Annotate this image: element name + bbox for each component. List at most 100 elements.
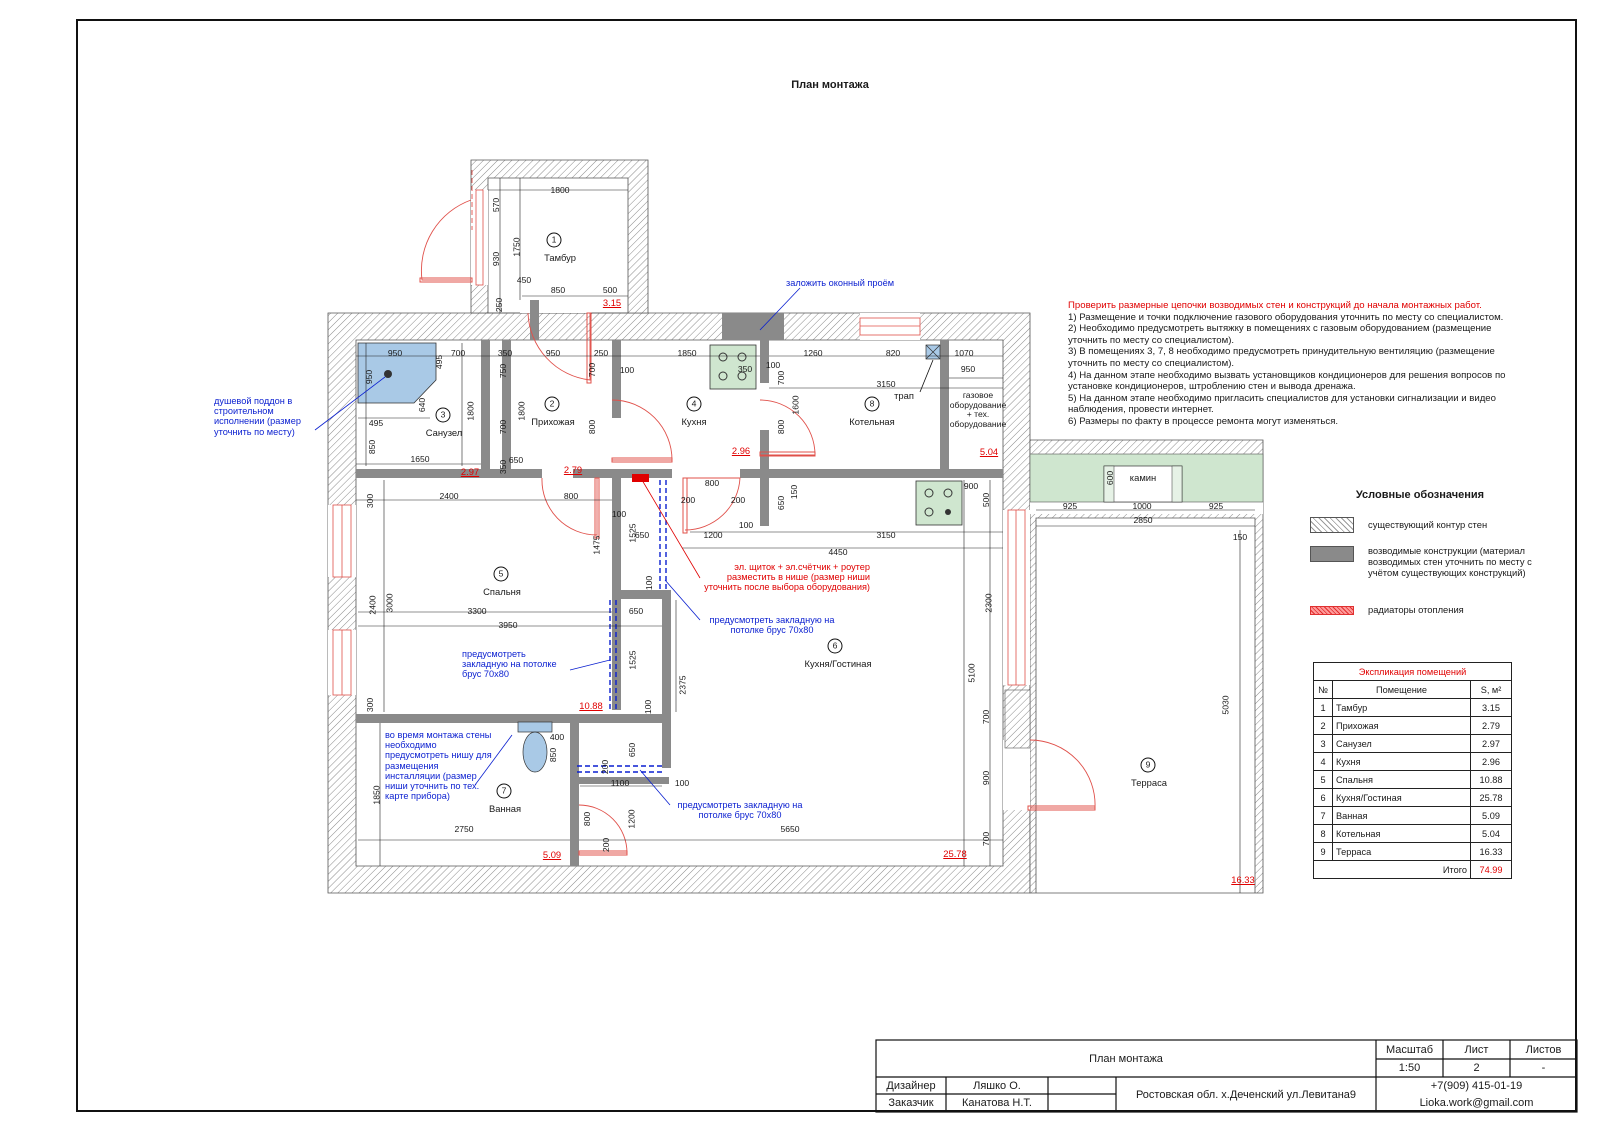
room-area: 10.88 bbox=[579, 700, 603, 711]
customer-label: Заказчик bbox=[888, 1097, 934, 1109]
notes-warning: Проверить размерные цепочки возводимых с… bbox=[1068, 300, 1482, 311]
table-total-row: Итого 74.99 bbox=[1313, 860, 1512, 879]
fireplace-label: камин bbox=[1129, 472, 1157, 483]
dimension-label: 250 bbox=[593, 348, 609, 358]
dimension-label: 1070 bbox=[954, 348, 974, 358]
electric-panel bbox=[632, 474, 649, 482]
legend-label: существующий контур стен bbox=[1368, 519, 1488, 530]
room-area: 2.96 bbox=[731, 445, 751, 456]
designer-name: Ляшко О. bbox=[973, 1079, 1021, 1092]
notes-item: 4) На данном этапе необходимо вызвать ус… bbox=[1068, 369, 1506, 393]
dimension-label: 2750 bbox=[454, 824, 474, 834]
dimension-label: 1100 bbox=[610, 778, 630, 788]
room-name: Котельная bbox=[849, 416, 895, 427]
room-name: Кухня/Гостиная bbox=[804, 658, 872, 669]
dimension-label: 2400 bbox=[439, 491, 459, 501]
gas-stove-living bbox=[915, 480, 963, 526]
legend-title: Условные обозначения bbox=[1355, 489, 1485, 501]
room-number: 3 bbox=[435, 407, 451, 423]
dimension-label: 4450 bbox=[828, 547, 848, 557]
new-walls bbox=[356, 300, 1003, 866]
sheets-label: Листов bbox=[1525, 1043, 1562, 1056]
room-area: 25.78 bbox=[943, 848, 967, 859]
room-number: 5 bbox=[493, 566, 509, 582]
dimension-label: 1650 bbox=[410, 454, 430, 464]
room-name: Терраса bbox=[1131, 777, 1167, 788]
dimension-label: 800 bbox=[563, 491, 579, 501]
dimension-label: 100 bbox=[738, 520, 754, 530]
room-name: Кухня bbox=[681, 416, 707, 427]
title-block-name: План монтажа bbox=[1089, 1052, 1163, 1065]
room-area: 3.15 bbox=[602, 297, 622, 308]
legend-label: возводимые конструкции (материал возводи… bbox=[1368, 545, 1532, 578]
dimension-label: 450 bbox=[516, 275, 532, 285]
project-address: Ростовская обл. х.Деченский ул.Левитана9 bbox=[1135, 1088, 1357, 1101]
sheet-label: Лист bbox=[1464, 1043, 1489, 1056]
room-area: 2.79 bbox=[563, 464, 583, 475]
grey-swatch-icon bbox=[1310, 546, 1354, 562]
legend: Условные обозначения существующий контур… bbox=[1310, 489, 1532, 615]
dimension-label: 700 bbox=[450, 348, 466, 358]
dimension-label: 3150 bbox=[876, 530, 896, 540]
gas-stove-kitchen bbox=[709, 344, 757, 390]
room-name: Прихожая bbox=[531, 416, 575, 427]
room-area: 5.04 bbox=[979, 446, 999, 457]
installation-notes: Проверить размерные цепочки возводимых с… bbox=[1068, 300, 1508, 428]
sheet-title: План монтажа bbox=[791, 79, 869, 91]
room-name: Санузел bbox=[425, 427, 463, 438]
dimension-label: 1800 bbox=[550, 185, 570, 195]
beam-note: предусмотреть закладную на потолке брус … bbox=[709, 615, 835, 636]
dimension-label: 5650 bbox=[780, 824, 800, 834]
room-number: 1 bbox=[546, 232, 562, 248]
room-number: 8 bbox=[864, 396, 880, 412]
dimension-label: 950 bbox=[545, 348, 561, 358]
electric-note: эл. щиток + эл.счётчик + роутер размести… bbox=[704, 562, 870, 593]
floor-drain bbox=[919, 344, 941, 393]
drain-label: трап bbox=[894, 390, 914, 401]
designer-label: Дизайнер bbox=[886, 1079, 936, 1092]
room-number: 6 bbox=[827, 638, 843, 654]
notes-item: 6) Размеры по факту в процессе ремонта м… bbox=[1068, 415, 1339, 427]
dimension-label: 100 bbox=[611, 509, 627, 519]
boiler-equipment-label: газовое оборудование + тех. оборудование bbox=[949, 390, 1007, 429]
dimension-label: 500 bbox=[602, 285, 618, 295]
dimension-label: 150 bbox=[1232, 532, 1248, 542]
scale-label: Масштаб bbox=[1385, 1043, 1434, 1056]
dimension-label: 925 bbox=[1062, 501, 1078, 511]
room-number: 4 bbox=[686, 396, 702, 412]
room-number: 2 bbox=[544, 396, 560, 412]
room-explication-table: Экспликация помещений № Помещение S, м² … bbox=[1313, 662, 1512, 879]
sheet-value: 2 bbox=[1473, 1062, 1480, 1074]
radiator-swatch-icon bbox=[1310, 606, 1354, 615]
terrace-front bbox=[1004, 453, 1264, 749]
dimension-label: 100 bbox=[765, 360, 781, 370]
room-name: Ванная bbox=[488, 803, 522, 814]
room-area: 2.97 bbox=[460, 466, 480, 477]
dimension-label: 1000 bbox=[1132, 501, 1152, 511]
dimension-label: 950 bbox=[960, 364, 976, 374]
dimension-label: 100 bbox=[674, 778, 690, 788]
dimension-label: 820 bbox=[885, 348, 901, 358]
dimension-label: 3950 bbox=[498, 620, 518, 630]
dimension-label: 3300 bbox=[467, 606, 487, 616]
room-number: 9 bbox=[1140, 757, 1156, 773]
sheets-value: - bbox=[1541, 1062, 1546, 1074]
door-leafs bbox=[419, 277, 1096, 856]
dimension-label: 1850 bbox=[677, 348, 697, 358]
customer-name: Канатова Н.Т. bbox=[962, 1097, 1032, 1109]
scale-value: 1:50 bbox=[1398, 1062, 1421, 1074]
dimension-label: 1200 bbox=[703, 530, 723, 540]
beam-note: предусмотреть закладную на потолке брус … bbox=[462, 649, 557, 680]
dimension-label: 2850 bbox=[1133, 515, 1153, 525]
shower-note: душевой поддон в строительном исполнении… bbox=[214, 396, 301, 437]
dimension-label: 650 bbox=[628, 606, 644, 616]
dimension-label: 1260 bbox=[803, 348, 823, 358]
legend-label: радиаторы отопления bbox=[1368, 604, 1464, 615]
cell-area: 5.04 bbox=[1470, 824, 1512, 843]
room-area: 16.33 bbox=[1231, 874, 1255, 885]
